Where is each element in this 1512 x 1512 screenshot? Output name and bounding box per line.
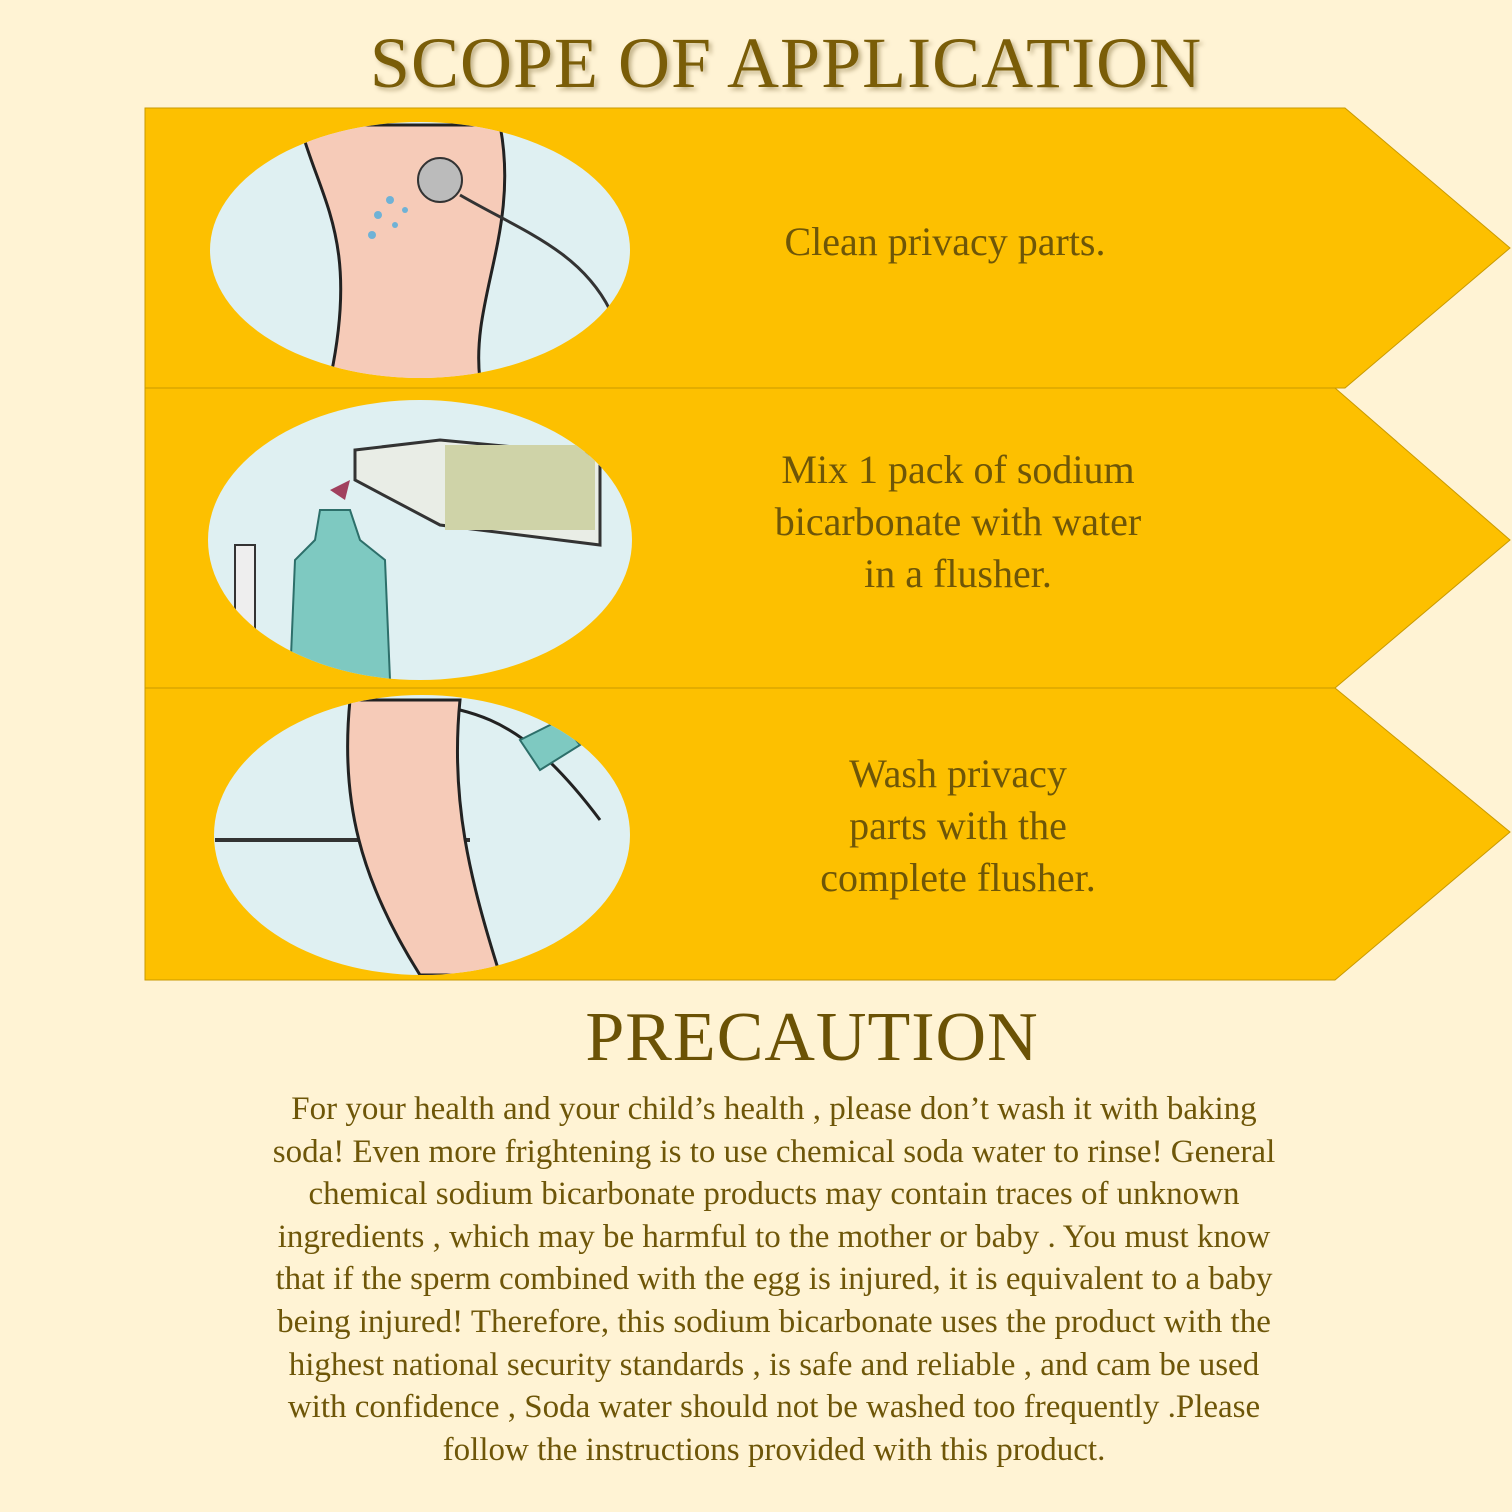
- precaution-line: soda! Even more frightening is to use ch…: [272, 1133, 1276, 1170]
- step-1-line: Clean privacy parts.: [784, 219, 1106, 264]
- precaution-paragraph: For your health and your child’s health …: [100, 1088, 1448, 1471]
- step-3-text: Wash privacy parts with the complete flu…: [700, 748, 1216, 904]
- precaution-line: that if the sperm combined with the egg …: [275, 1261, 1273, 1298]
- step-3-line: complete flusher.: [820, 855, 1096, 900]
- precaution-line: ingredients , which may be harmful to th…: [277, 1218, 1271, 1255]
- steps-graphic: [144, 107, 1511, 981]
- precaution-title: PRECAUTION: [585, 999, 1039, 1076]
- shower-illustration: [210, 122, 630, 378]
- step-3-line: Wash privacy: [849, 751, 1067, 796]
- step-2-line: Mix 1 pack of sodium: [781, 447, 1135, 492]
- precaution-line: highest national security standards , is…: [288, 1346, 1260, 1383]
- mixing-bottle-illustration: [208, 400, 632, 680]
- step-2-text: Mix 1 pack of sodium bicarbonate with wa…: [700, 444, 1216, 600]
- precaution-line: chemical sodium bicarbonate products may…: [308, 1176, 1240, 1213]
- step-2-line: in a flusher.: [864, 551, 1052, 596]
- page-title: SCOPE OF APPLICATION: [369, 23, 1203, 103]
- step-2-line: bicarbonate with water: [774, 499, 1142, 544]
- precaution-line: follow the instructions provided with th…: [442, 1431, 1106, 1468]
- step-3-line: parts with the: [849, 803, 1067, 848]
- precaution-line: with confidence , Soda water should not …: [287, 1389, 1261, 1426]
- flusher-wash-illustration: [214, 695, 630, 975]
- precaution-line: being injured! Therefore, this sodium bi…: [277, 1303, 1271, 1340]
- precaution-line: For your health and your child’s health …: [291, 1091, 1257, 1127]
- step-1-text: Clean privacy parts.: [700, 216, 1190, 268]
